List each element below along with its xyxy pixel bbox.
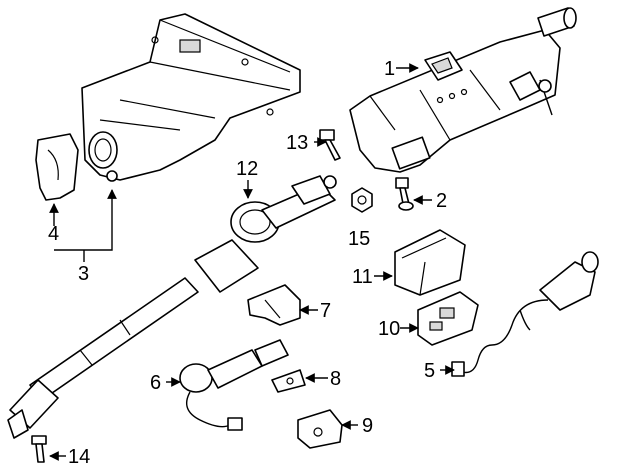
callout-4: 4: [48, 223, 59, 245]
support-bracket: [81, 13, 301, 182]
intermediate-shaft: [7, 175, 337, 439]
callout-numbers: 1 2 3 4 5 6 7 8 9 10 11 12 13 14 15: [48, 58, 447, 468]
callout-6: 6: [150, 372, 161, 394]
callout-9: 9: [362, 415, 373, 437]
shield-plate: [35, 133, 79, 201]
steering-column-housing: [349, 7, 577, 173]
bracket-7: [247, 284, 301, 326]
nut-15: [351, 187, 373, 213]
bolt-14: [31, 435, 47, 463]
callout-12: 12: [236, 158, 258, 180]
callout-10: 10: [378, 318, 400, 340]
callout-1: 1: [384, 58, 395, 80]
callout-11: 11: [352, 266, 373, 288]
bracket-8: [271, 369, 306, 393]
callout-13: 13: [286, 132, 308, 154]
callout-15: 15: [348, 228, 370, 250]
bracket-9: [297, 409, 343, 449]
sensor-harness-5: [451, 251, 599, 377]
ignition-lock-assembly: [179, 339, 289, 431]
module-cover-11: [394, 229, 466, 296]
callout-7: 7: [320, 300, 331, 322]
bolt-13: [319, 129, 341, 161]
bolt-2: [395, 177, 414, 211]
control-module-10: [417, 291, 479, 346]
callout-5: 5: [424, 360, 435, 382]
callout-14: 14: [68, 446, 90, 468]
callout-3: 3: [78, 263, 89, 285]
callout-2: 2: [436, 190, 447, 212]
callout-8: 8: [330, 368, 341, 390]
leader-lines: [49, 63, 455, 461]
